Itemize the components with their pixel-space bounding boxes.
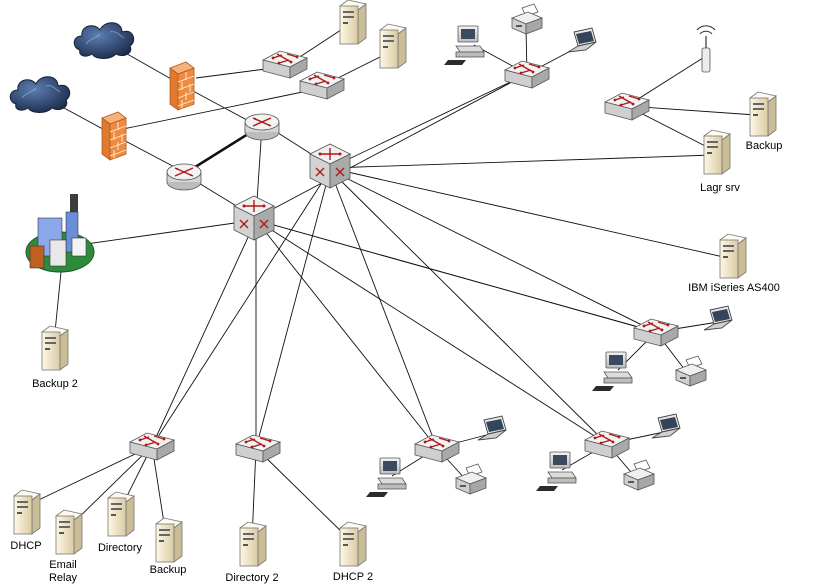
workstation-icon [443, 25, 485, 66]
label-ibm-iseries-as400: IBM iSeries AS400 [688, 282, 780, 294]
label-lagr-srv: Lagr srv [700, 182, 740, 194]
workstation-icon [365, 457, 407, 498]
label-dhcp: DHCP [10, 540, 42, 552]
switch-icon [299, 71, 345, 100]
label-directory-2: Directory 2 [225, 572, 279, 584]
firewall-icon [169, 61, 195, 111]
server-icon [703, 129, 731, 175]
server-icon [41, 325, 69, 371]
label-backup-bottom: Backup [149, 564, 187, 576]
laptop-icon [651, 413, 681, 439]
core-switch-icon [233, 195, 275, 241]
switch-icon [504, 60, 550, 89]
switch-icon [129, 432, 175, 461]
server-icon [155, 517, 183, 563]
network-links [25, 27, 757, 541]
switch-icon [633, 318, 679, 347]
server-icon [339, 0, 367, 45]
label-email: Email [49, 559, 77, 571]
server-icon [339, 521, 367, 567]
label-backup-2: Backup 2 [32, 378, 78, 390]
printer-icon [623, 459, 655, 491]
switch-icon [584, 430, 630, 459]
server-icon [239, 521, 267, 567]
laptop-icon [703, 305, 733, 331]
label-dhcp-2: DHCP 2 [332, 571, 374, 583]
campus-building-icon [25, 194, 95, 273]
server-icon [13, 489, 41, 535]
server-icon [749, 91, 777, 137]
firewall-icon [101, 111, 127, 161]
workstation-icon [535, 451, 577, 492]
label-relay: Relay [48, 572, 78, 584]
switch-icon [604, 92, 650, 121]
internet-cloud-icon [73, 22, 135, 59]
laptop-icon [567, 27, 597, 53]
printer-icon [455, 463, 487, 495]
server-icon [379, 23, 407, 69]
server-icon [55, 509, 83, 555]
internet-cloud-icon [9, 76, 71, 113]
router-icon [244, 113, 280, 141]
label-backup: Backup [745, 140, 783, 152]
router-icon [166, 163, 202, 191]
core-switch-icon [309, 143, 351, 189]
label-directory: Directory [97, 542, 142, 554]
printer-icon [675, 355, 707, 387]
switch-icon [262, 50, 308, 79]
wireless-ap-icon [696, 25, 716, 73]
printer-icon [511, 3, 543, 35]
server-icon [719, 233, 747, 279]
workstation-icon [591, 351, 633, 392]
server-icon [107, 491, 135, 537]
switch-icon [235, 434, 281, 463]
